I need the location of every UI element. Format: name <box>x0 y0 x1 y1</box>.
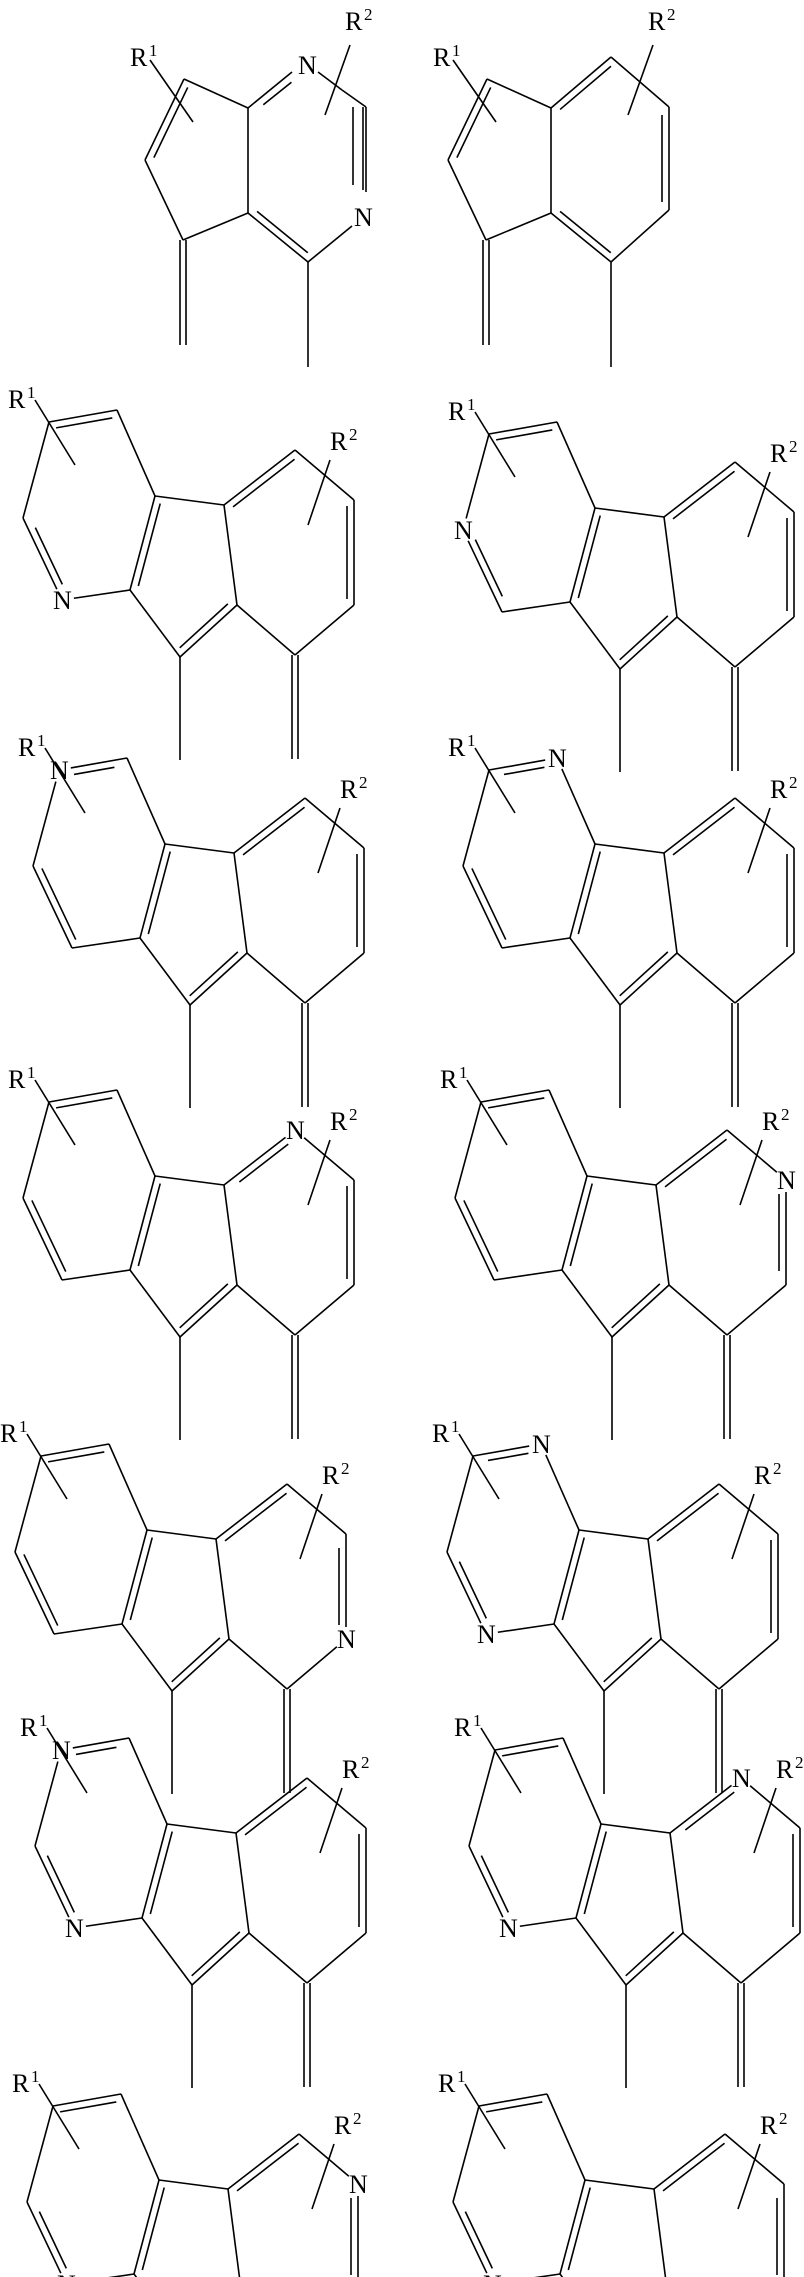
svg-text:R: R <box>770 775 788 804</box>
svg-text:R: R <box>440 1065 458 1094</box>
svg-text:N: N <box>57 2270 76 2277</box>
svg-text:R: R <box>8 385 26 414</box>
svg-text:R: R <box>760 2111 778 2140</box>
svg-text:N: N <box>354 203 373 232</box>
svg-text:R: R <box>448 397 466 426</box>
svg-text:R: R <box>330 1107 348 1136</box>
svg-text:R: R <box>334 2111 352 2140</box>
svg-text:2: 2 <box>789 437 798 456</box>
svg-text:1: 1 <box>451 1417 460 1436</box>
svg-text:2: 2 <box>773 1459 782 1478</box>
svg-text:R: R <box>330 427 348 456</box>
svg-text:R: R <box>0 1419 18 1448</box>
svg-text:2: 2 <box>779 2109 788 2128</box>
svg-text:R: R <box>438 2069 456 2098</box>
svg-text:1: 1 <box>149 41 158 60</box>
svg-text:1: 1 <box>473 1711 482 1730</box>
svg-text:N: N <box>298 51 317 80</box>
svg-text:1: 1 <box>37 731 46 750</box>
svg-text:N: N <box>777 1166 796 1195</box>
svg-text:1: 1 <box>452 41 461 60</box>
svg-text:N: N <box>499 1914 518 1943</box>
svg-text:2: 2 <box>361 1753 370 1772</box>
svg-text:R: R <box>18 733 36 762</box>
svg-text:2: 2 <box>789 773 798 792</box>
svg-text:N: N <box>286 1116 305 1145</box>
svg-text:R: R <box>648 7 666 36</box>
svg-text:1: 1 <box>27 383 36 402</box>
svg-text:N: N <box>65 1914 84 1943</box>
svg-text:2: 2 <box>341 1459 350 1478</box>
svg-text:1: 1 <box>459 1063 468 1082</box>
svg-text:N: N <box>53 586 72 615</box>
svg-text:N: N <box>477 1620 496 1649</box>
svg-text:1: 1 <box>467 395 476 414</box>
svg-text:R: R <box>754 1461 772 1490</box>
svg-text:2: 2 <box>781 1105 790 1124</box>
svg-text:R: R <box>770 439 788 468</box>
svg-text:N: N <box>732 1764 751 1793</box>
svg-text:1: 1 <box>27 1063 36 1082</box>
svg-text:2: 2 <box>353 2109 362 2128</box>
svg-text:2: 2 <box>364 5 373 24</box>
svg-text:R: R <box>12 2069 30 2098</box>
svg-text:R: R <box>342 1755 360 1784</box>
svg-text:1: 1 <box>31 2067 40 2086</box>
svg-text:N: N <box>532 1430 551 1459</box>
svg-text:N: N <box>775 2275 794 2277</box>
svg-text:2: 2 <box>349 1105 358 1124</box>
svg-text:1: 1 <box>19 1417 28 1436</box>
svg-text:R: R <box>322 1461 340 1490</box>
svg-text:R: R <box>432 1419 450 1448</box>
svg-text:R: R <box>130 43 148 72</box>
svg-text:R: R <box>433 43 451 72</box>
svg-text:N: N <box>454 516 473 545</box>
svg-text:R: R <box>762 1107 780 1136</box>
svg-text:2: 2 <box>667 5 676 24</box>
svg-text:N: N <box>483 2270 502 2277</box>
svg-text:R: R <box>776 1755 794 1784</box>
svg-text:2: 2 <box>349 425 358 444</box>
svg-text:N: N <box>337 1625 356 1654</box>
svg-text:R: R <box>345 7 363 36</box>
svg-text:R: R <box>340 775 358 804</box>
svg-text:2: 2 <box>795 1753 804 1772</box>
svg-text:R: R <box>20 1713 38 1742</box>
svg-text:2: 2 <box>359 773 368 792</box>
svg-text:1: 1 <box>467 731 476 750</box>
svg-text:R: R <box>448 733 466 762</box>
svg-text:1: 1 <box>39 1711 48 1730</box>
svg-text:1: 1 <box>457 2067 466 2086</box>
svg-text:N: N <box>349 2170 368 2199</box>
svg-text:R: R <box>454 1713 472 1742</box>
svg-text:N: N <box>548 744 567 773</box>
svg-text:R: R <box>8 1065 26 1094</box>
